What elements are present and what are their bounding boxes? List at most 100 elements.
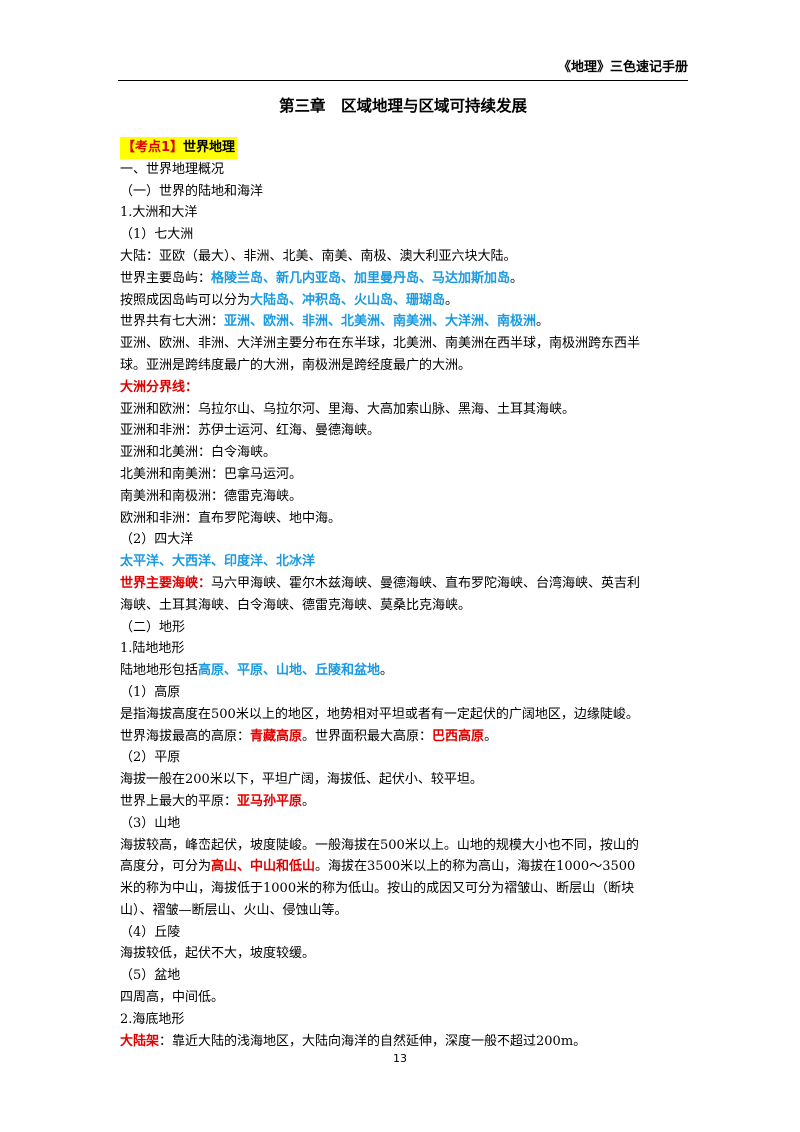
page-number: 13 xyxy=(393,1052,407,1065)
text-segment: 球。亚洲是跨纬度最广的大洲，南极洲是跨经度最广的大洲。 xyxy=(120,357,472,373)
text-line: （3）山地 xyxy=(120,813,688,835)
text-segment: 亚洲和非洲：苏伊士运河、红海、曼德海峡。 xyxy=(120,423,381,439)
kaodian-heading: 【考点1】世界地理 xyxy=(120,137,688,159)
text-segment: 按照成因岛屿可以分为 xyxy=(120,292,251,308)
text-segment: 世界上最大的平原： xyxy=(120,793,238,809)
body-content: 【考点1】世界地理 一、世界地理概况 （一）世界的陆地和海洋 1.大洲和大洋 （1）七… xyxy=(120,137,688,1052)
text-line: （1）高原 xyxy=(120,682,688,704)
text-line: 欧洲和非洲：直布罗陀海峡、地中海。 xyxy=(120,508,688,530)
text-segment: 海拔一般在200米以下，平坦广阔，海拔低、起伏小、较平坦。 xyxy=(120,772,483,788)
text-line: （4）丘陵 xyxy=(120,922,688,944)
highlight-red: 青藏高原 xyxy=(250,728,303,744)
running-header: 《地理》三色速记手册 xyxy=(557,60,688,75)
text-line: 亚洲和北美洲：白令海峡。 xyxy=(120,442,688,464)
text-segment: 四周高，中间低。 xyxy=(120,990,225,1006)
text-line: （一）世界的陆地和海洋 xyxy=(120,181,688,203)
text-segment: 。 xyxy=(445,292,459,308)
highlight-red: 世界主要海峡： xyxy=(120,575,212,591)
highlight-red: 亚马孙平原 xyxy=(237,793,303,809)
highlight-red: 大陆架 xyxy=(120,1033,160,1049)
text-segment: 一、世界地理概况 xyxy=(120,161,225,177)
text-segment: 海峡、土耳其海峡、白令海峡、德雷克海峡、莫桑比克海峡。 xyxy=(120,597,472,613)
text-line: 山）、褶皱—断层山、火山、侵蚀山等。 xyxy=(120,900,688,922)
text-line: （二）地形 xyxy=(120,617,688,639)
text-line: （1）七大洲 xyxy=(120,224,688,246)
text-segment: 。世界面积最大高原： xyxy=(302,728,433,744)
highlight-blue: 格陵兰岛、新几内亚岛、加里曼丹岛、马达加斯加岛 xyxy=(211,270,511,286)
text-segment: 。 xyxy=(510,270,524,286)
text-segment: 北美洲和南美洲：巴拿马运河。 xyxy=(120,466,303,482)
text-segment: （1）七大洲 xyxy=(120,227,194,243)
text-line: 亚洲、欧洲、非洲、大洋洲主要分布在东半球，北美洲、南美洲在西半球，南极洲跨东西半 xyxy=(120,333,688,355)
text-segment: 亚洲、欧洲、非洲、大洋洲主要分布在东半球，北美洲、南美洲在西半球，南极洲跨东西半 xyxy=(120,336,641,352)
header-rule xyxy=(118,80,688,81)
text-line: 陆地地形包括高原、平原、山地、丘陵和盆地。 xyxy=(120,660,688,682)
text-line: 太平洋、大西洋、印度洋、北冰洋 xyxy=(120,551,688,573)
highlight-red: 高山、中山和低山 xyxy=(211,859,316,875)
text-segment: （一）世界的陆地和海洋 xyxy=(120,183,264,199)
text-line: 球。亚洲是跨纬度最广的大洲，南极洲是跨经度最广的大洲。 xyxy=(120,355,688,377)
text-segment: 高度分，可分为 xyxy=(120,859,212,875)
text-line: （5）盆地 xyxy=(120,965,688,987)
text-segment: 。海拔在3500米以上的称为高山，海拔在1000～3500 xyxy=(315,859,636,875)
highlight-red: 巴西高原 xyxy=(432,728,485,744)
text-segment: 。 xyxy=(484,728,498,744)
text-segment: 米的称为中山，海拔低于1000米的称为低山。按山的成因又可分为褶皱山、断层山（断… xyxy=(120,881,635,897)
text-segment: 海拔较低，起伏不大，坡度较缓。 xyxy=(120,946,316,962)
text-segment: （2）平原 xyxy=(120,750,181,766)
text-line: 世界海拔最高的高原：青藏高原。世界面积最大高原：巴西高原。 xyxy=(120,726,688,748)
text-line: 海拔一般在200米以下，平坦广阔，海拔低、起伏小、较平坦。 xyxy=(120,769,688,791)
text-segment: 南美洲和南极洲：德雷克海峡。 xyxy=(120,488,303,504)
text-segment: （3）山地 xyxy=(120,815,181,831)
text-line: （2）平原 xyxy=(120,747,688,769)
text-line: 世界共有七大洲：亚洲、欧洲、非洲、北美洲、南美洲、大洋洲、南极洲。 xyxy=(120,311,688,333)
highlight-blue: 亚洲、欧洲、非洲、北美洲、南美洲、大洋洲、南极洲 xyxy=(224,314,537,330)
text-segment: 。 xyxy=(536,314,550,330)
text-line: 2.海底地形 xyxy=(120,1009,688,1031)
text-segment: 欧洲和非洲：直布罗陀海峡、地中海。 xyxy=(120,510,342,526)
text-segment: 1.陆地地形 xyxy=(120,641,185,657)
text-segment: 。 xyxy=(302,793,316,809)
text-line: 大洲分界线： xyxy=(120,377,688,399)
text-line: 海拔较高，峰峦起伏，坡度陡峻。一般海拔在500米以上。山地的规模大小也不同，按山… xyxy=(120,835,688,857)
text-line: 米的称为中山，海拔低于1000米的称为低山。按山的成因又可分为褶皱山、断层山（断… xyxy=(120,878,688,900)
text-segment: 1.大洲和大洋 xyxy=(120,205,198,221)
text-segment: 世界共有七大洲： xyxy=(120,314,225,330)
highlight-blue: 高原、平原、山地、丘陵和盆地 xyxy=(198,663,381,679)
text-segment: （2）四大洋 xyxy=(120,532,194,548)
text-line: 1.陆地地形 xyxy=(120,638,688,660)
highlight-red: 大洲分界线： xyxy=(120,379,199,395)
text-segment: 世界海拔最高的高原： xyxy=(120,728,251,744)
text-line: 四周高，中间低。 xyxy=(120,987,688,1009)
text-line: 大陆：亚欧（最大）、非洲、北美、南美、南极、澳大利亚六块大陆。 xyxy=(120,246,688,268)
text-line: 高度分，可分为高山、中山和低山。海拔在3500米以上的称为高山，海拔在1000～… xyxy=(120,856,688,878)
text-line: 按照成因岛屿可以分为大陆岛、冲积岛、火山岛、珊瑚岛。 xyxy=(120,290,688,312)
text-segment: 大陆：亚欧（最大）、非洲、北美、南美、南极、澳大利亚六块大陆。 xyxy=(120,248,517,264)
text-line: 海峡、土耳其海峡、白令海峡、德雷克海峡、莫桑比克海峡。 xyxy=(120,595,688,617)
text-line: （2）四大洋 xyxy=(120,529,688,551)
text-line: 海拔较低，起伏不大，坡度较缓。 xyxy=(120,943,688,965)
text-segment: （4）丘陵 xyxy=(120,924,181,940)
text-line: 南美洲和南极洲：德雷克海峡。 xyxy=(120,486,688,508)
highlight-blue: 大陆岛、冲积岛、火山岛、珊瑚岛 xyxy=(250,292,446,308)
text-line: 1.大洲和大洋 xyxy=(120,202,688,224)
text-segment: 亚洲和欧洲：乌拉尔山、乌拉尔河、里海、大高加索山脉、黑海、土耳其海峡。 xyxy=(120,401,576,417)
text-line: 是指海拔高度在500米以上的地区，地势相对平坦或者有一定起伏的广阔地区，边缘陡峻… xyxy=(120,704,688,726)
text-segment: 是指海拔高度在500米以上的地区，地势相对平坦或者有一定起伏的广阔地区，边缘陡峻… xyxy=(120,706,639,722)
text-line: 世界上最大的平原：亚马孙平原。 xyxy=(120,791,688,813)
text-line: 亚洲和欧洲：乌拉尔山、乌拉尔河、里海、大高加索山脉、黑海、土耳其海峡。 xyxy=(120,399,688,421)
text-segment: 。 xyxy=(380,663,394,679)
text-line: 北美洲和南美洲：巴拿马运河。 xyxy=(120,464,688,486)
text-lines: 一、世界地理概况 （一）世界的陆地和海洋 1.大洲和大洋 （1）七大洲大陆：亚欧（最大… xyxy=(120,159,688,1053)
text-segment: （5）盆地 xyxy=(120,968,181,984)
text-segment: 亚洲和北美洲：白令海峡。 xyxy=(120,445,277,461)
text-segment: 世界主要岛屿： xyxy=(120,270,212,286)
text-line: 大陆架：靠近大陆的浅海地区，大陆向海洋的自然延伸，深度一般不超过200m。 xyxy=(120,1031,688,1053)
text-segment: ：靠近大陆的浅海地区，大陆向海洋的自然延伸，深度一般不超过200m。 xyxy=(159,1033,587,1049)
text-line: 一、世界地理概况 xyxy=(120,159,688,181)
text-segment: 山）、褶皱—断层山、火山、侵蚀山等。 xyxy=(120,902,348,918)
chapter-title: 第三章 区域地理与区域可持续发展 xyxy=(278,97,527,115)
text-line: 亚洲和非洲：苏伊士运河、红海、曼德海峡。 xyxy=(120,420,688,442)
text-segment: 陆地地形包括 xyxy=(120,663,199,679)
text-line: 世界主要海峡：马六甲海峡、霍尔木兹海峡、曼德海峡、直布罗陀海峡、台湾海峡、英吉利 xyxy=(120,573,688,595)
